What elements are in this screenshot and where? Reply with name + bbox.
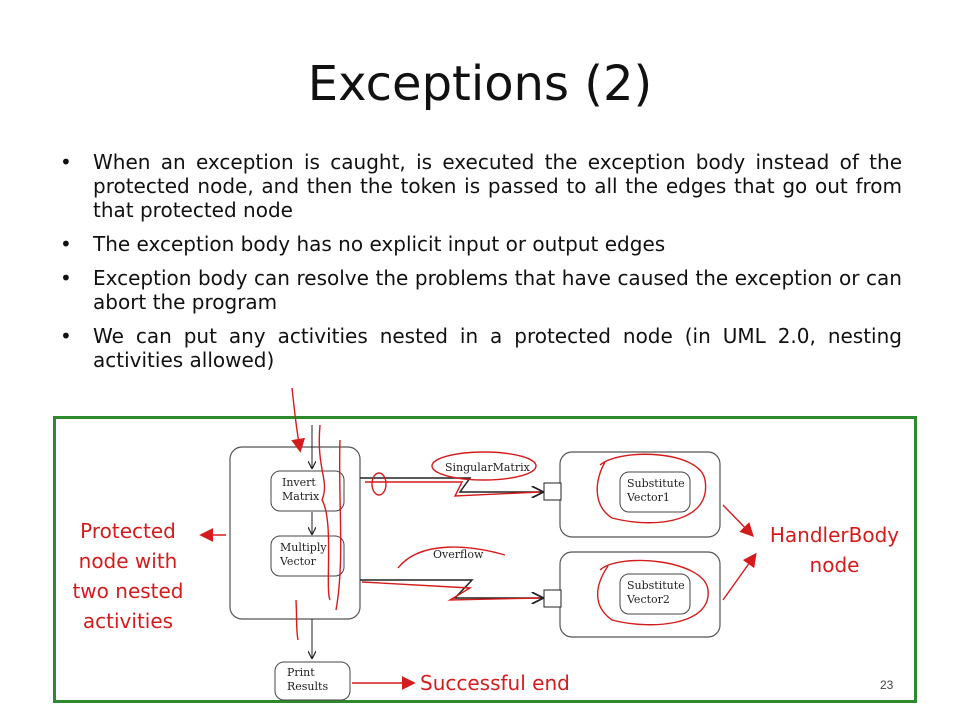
annotation-handler-arrow-top xyxy=(722,504,754,538)
annotation-protected-brace xyxy=(318,424,331,601)
handler-1-input-pin xyxy=(543,482,562,501)
bullet-dot-icon: • xyxy=(60,150,72,174)
print-results-node xyxy=(274,661,351,701)
substitute-vector1-label-1: Substitute xyxy=(627,477,685,490)
annotation-small-circle xyxy=(371,472,387,496)
slide-title: Exceptions (2) xyxy=(307,56,653,112)
annotation-handler1-circle xyxy=(596,453,707,524)
annotation-print-arrow xyxy=(295,599,299,641)
invert-matrix-node xyxy=(270,470,345,512)
annotation-line: Protected xyxy=(80,519,176,543)
bullet-text: The exception body has no explicit input… xyxy=(93,232,666,256)
successful-end-annotation: Successful end xyxy=(420,671,570,695)
annotation-incoming-arrow xyxy=(291,387,306,453)
bullet-dot-icon: • xyxy=(60,232,72,256)
annotation-long-line xyxy=(335,439,342,611)
handler-body-annotation: HandlerBody node xyxy=(757,520,912,580)
multiply-vector-label-1: Multiply xyxy=(280,541,327,554)
bullet-dot-icon: • xyxy=(60,266,72,290)
substitute-vector1-label-2: Vector1 xyxy=(626,491,670,504)
bullet-dot-icon: • xyxy=(60,324,72,348)
annotation-line: activities xyxy=(82,609,174,633)
bullet-text: When an exception is caught, is executed… xyxy=(93,150,902,222)
annotation-line: node xyxy=(809,553,860,577)
page-number: 23 xyxy=(880,678,894,692)
annotation-handler2-circle xyxy=(597,559,709,626)
singular-matrix-label: SingularMatrix xyxy=(445,461,531,474)
multiply-vector-node xyxy=(270,535,345,577)
annotation-red-lightning-1 xyxy=(365,481,541,497)
protected-node-annotation: Protected node with two nested activitie… xyxy=(58,516,198,636)
bullet-item: • We can put any activities nested in a … xyxy=(60,324,902,372)
substitute-vector2-label-1: Substitute xyxy=(627,579,685,592)
substitute-vector2-node xyxy=(619,573,691,615)
annotation-red-lightning-2 xyxy=(361,581,541,601)
print-results-label-1: Print xyxy=(287,666,315,679)
bullet-item: • When an exception is caught, is execut… xyxy=(60,150,902,222)
annotation-line: two nested xyxy=(72,579,184,603)
multiply-vector-label-2: Vector xyxy=(279,555,317,568)
diagram-frame xyxy=(53,416,917,703)
invert-matrix-label-1: Invert xyxy=(282,476,316,489)
bullet-list: • When an exception is caught, is execut… xyxy=(60,150,902,395)
red-annotations xyxy=(199,387,757,690)
overflow-label: Overflow xyxy=(433,548,484,561)
substitute-vector1-node xyxy=(619,471,691,513)
bullet-item: • The exception body has no explicit inp… xyxy=(60,232,902,256)
singular-matrix-circle xyxy=(431,451,537,481)
substitute-vector2-label-2: Vector2 xyxy=(626,593,670,606)
handler-2-input-pin xyxy=(543,589,562,608)
annotation-handler-arrow-bottom xyxy=(722,552,757,601)
annotation-line: HandlerBody xyxy=(769,523,900,547)
print-results-label-2: Results xyxy=(287,680,328,693)
invert-matrix-label-2: Matrix xyxy=(282,490,320,503)
overflow-exception-edge xyxy=(360,579,542,598)
annotation-line: node with xyxy=(78,549,178,573)
annotation-overflow-arc xyxy=(397,546,506,569)
singular-matrix-exception-edge xyxy=(360,477,542,492)
bullet-text: Exception body can resolve the problems … xyxy=(93,266,902,314)
bullet-item: • Exception body can resolve the problem… xyxy=(60,266,902,314)
bullet-text: We can put any activities nested in a pr… xyxy=(93,324,902,372)
